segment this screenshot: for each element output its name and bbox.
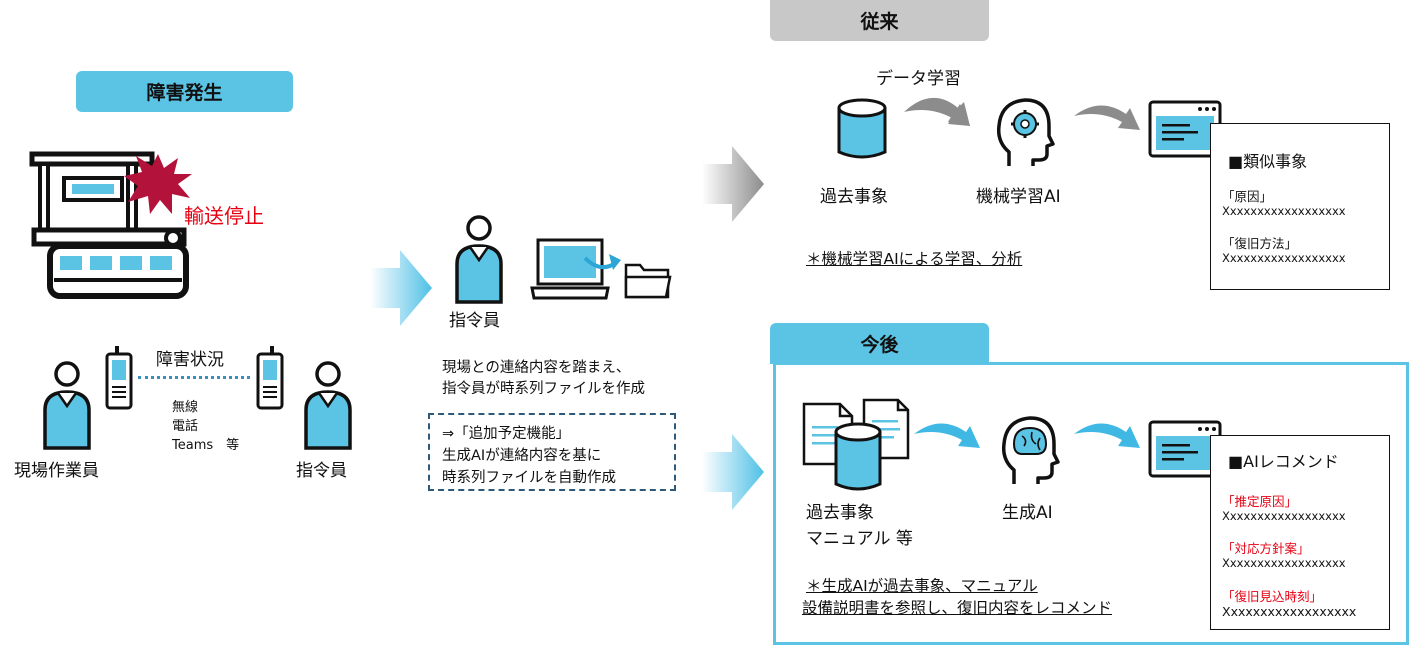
gen-ai-label: 生成AI [1002, 503, 1053, 523]
folder-icon [624, 263, 672, 299]
cause-value: Xxxxxxxxxxxxxxxxxx [1222, 204, 1346, 218]
ai-recommend-title: ■AIレコメンド [1228, 452, 1339, 471]
phone-icon [256, 346, 284, 410]
flow-arrow-icon [702, 434, 764, 510]
future-feature-line2: 生成AIが連絡内容を基に [442, 448, 602, 464]
gen-ai-brain-icon [1001, 416, 1060, 484]
estimated-cause-label: 「推定原因」 [1222, 494, 1298, 509]
future-past-events-line2: マニュアル 等 [806, 529, 913, 549]
recovery-method-label: 「復旧方法」 [1222, 236, 1298, 251]
response-plan-value: Xxxxxxxxxxxxxxxxxx [1222, 556, 1346, 570]
communication-line [138, 376, 250, 379]
response-plan-label: 「対応方針案」 [1222, 541, 1310, 556]
future-feature-box [428, 413, 676, 491]
monitor-window-icon [1148, 100, 1222, 158]
recovery-method-value: Xxxxxxxxxxxxxxxxxx [1222, 251, 1346, 265]
dispatcher-icon [455, 215, 503, 304]
flow-arrow-icon [702, 146, 764, 222]
ml-ai-label: 機械学習AI [976, 187, 1061, 207]
estimated-cause-value: Xxxxxxxxxxxxxxxxxx [1222, 509, 1346, 523]
future-header: 今後 [770, 323, 989, 364]
ai-recommend-panel [1210, 435, 1390, 630]
future-frame [773, 362, 1409, 645]
middle-desc-line2: 指令員が時系列ファイルを作成 [442, 381, 645, 397]
similar-events-title: ■類似事象 [1228, 152, 1308, 171]
channel-radio: 無線 [172, 400, 199, 415]
dispatcher-label: 指令員 [296, 461, 347, 481]
field-worker-icon [43, 361, 91, 450]
phone-icon [105, 346, 133, 410]
conventional-header: 従来 [770, 0, 989, 41]
documents-database-icon [802, 398, 910, 491]
dispatcher-icon [304, 361, 352, 450]
incident-header: 障害発生 [76, 71, 293, 112]
gen-ai-note-line2: 設備説明書を参照し、復旧内容をレコメンド [802, 599, 1113, 617]
channel-teams: Teams 等 [172, 438, 240, 453]
data-learning-label: データ学習 [876, 69, 961, 89]
cause-label: 「原因」 [1222, 189, 1273, 204]
curved-arrow-icon [914, 423, 980, 448]
field-worker-label: 現場作業員 [14, 461, 99, 481]
past-events-label: 過去事象 [820, 187, 888, 207]
transfer-arrow-icon [583, 254, 621, 270]
middle-dispatcher-label: 指令員 [449, 311, 500, 331]
station-train-icon [29, 151, 189, 299]
alert-burst-icon [124, 154, 192, 214]
status-label: 障害状況 [156, 350, 224, 370]
middle-desc-line1: 現場との連絡内容を踏まえ、 [442, 360, 631, 376]
gen-ai-note-line1: ＊生成AIが過去事象、マニュアル [806, 577, 1038, 595]
channel-phone: 電話 [172, 419, 199, 434]
curved-arrow-icon [904, 97, 970, 126]
curved-arrow-icon [1074, 423, 1140, 448]
ml-brain-gear-icon [996, 98, 1055, 166]
recovery-eta-value: Xxxxxxxxxxxxxxxxxx [1222, 604, 1357, 619]
similar-events-panel [1210, 123, 1390, 290]
flow-arrow-icon [370, 250, 432, 326]
ml-ai-note: ＊機械学習AIによる学習、分析 [806, 250, 1023, 268]
future-feature-line1: ⇒「追加予定機能」 [442, 426, 571, 442]
future-feature-line3: 時系列ファイルを自動作成 [442, 470, 616, 486]
curved-arrow-icon [1074, 105, 1140, 130]
transport-stop-label: 輸送停止 [184, 204, 264, 228]
future-past-events-line1: 過去事象 [806, 503, 874, 523]
recovery-eta-label: 「復旧見込時刻」 [1222, 589, 1323, 604]
database-icon [837, 98, 887, 159]
monitor-window-icon [1148, 420, 1222, 478]
